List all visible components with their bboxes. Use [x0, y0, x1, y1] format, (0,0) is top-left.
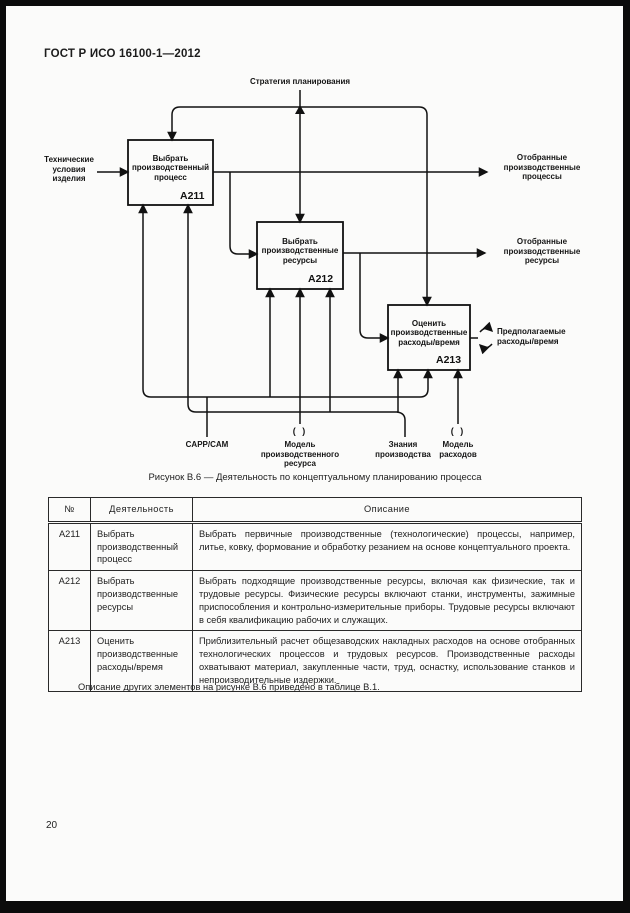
label-mechanism-cost-model: Модель расходов: [439, 440, 477, 459]
activity-table: № Деятельность Описание А211 Выбрать про…: [48, 497, 582, 692]
diagram-lines: [97, 90, 494, 437]
cell-number: А212: [48, 570, 91, 632]
cell-activity: Выбрать производственный процесс: [90, 521, 193, 572]
box-a212-title: Выбрать производственные ресурсы: [261, 236, 339, 265]
table-header-row: № Деятельность Описание: [48, 497, 582, 524]
control-fork-arrowhead: [295, 105, 305, 114]
box-a213-id: А213: [436, 354, 462, 366]
cell-number: А211: [48, 521, 91, 572]
box-a211-title: Выбрать производственный процесс: [131, 153, 210, 182]
col-header-number: №: [48, 497, 91, 524]
table-row: А213 Оценить производственные расходы/вр…: [48, 630, 582, 692]
cell-number: А213: [48, 630, 91, 692]
page-number: 20: [46, 820, 58, 831]
table-row: А212 Выбрать производственные ресурсы Вы…: [48, 570, 582, 632]
tunnel-mark-cost-model: ( ): [450, 426, 466, 436]
figure-caption: Рисунок В.6 — Деятельность по концептуал…: [148, 472, 482, 483]
cell-description: Выбрать подходящие производственные ресу…: [192, 570, 582, 632]
table-row: А211 Выбрать производственный процесс Вы…: [48, 521, 582, 572]
box-a211-id: А211: [180, 190, 205, 202]
label-control-strategy: Стратегия планирования: [249, 77, 351, 86]
label-output-selected-processes: Отобранные производственные процессы: [503, 153, 581, 181]
label-mechanism-capp-cam: CAPP/CAM: [185, 440, 229, 449]
idef0-diagram: [97, 90, 494, 437]
col-header-activity: Деятельность: [90, 497, 193, 524]
tunnel-mark-resource-model: ( ): [292, 426, 308, 436]
box-a212-id: А212: [308, 273, 334, 285]
cell-activity: Оценить производственные расходы/время: [90, 630, 193, 692]
cell-description: Выбрать первичные производственные (техн…: [192, 521, 582, 572]
cell-description: Приблизительный расчет общезаводских нак…: [192, 630, 582, 692]
box-a213-title: Оценить производственные расходы/время: [390, 318, 468, 347]
page-background: [6, 6, 623, 901]
cell-activity: Выбрать производственные ресурсы: [90, 570, 193, 632]
footnote-text: Описание других элементов на рисунке В.6…: [78, 682, 380, 692]
label-output-estimated-costs: Предполагаемые расходы/время: [497, 327, 566, 346]
col-header-description: Описание: [192, 497, 582, 524]
box-a213: [387, 304, 471, 371]
label-mechanism-resource-model: Модель производственного ресурса: [260, 440, 340, 468]
activity-boxes: [127, 139, 471, 371]
document-title: ГОСТ Р ИСО 16100-1—2012: [44, 48, 201, 60]
label-mechanism-manufacturing-knowledge: Знания производства: [375, 440, 431, 459]
label-output-selected-resources: Отобранные производственные ресурсы: [503, 237, 581, 265]
box-a212: [256, 221, 344, 290]
label-input-technical-conditions: Технические условия изделия: [44, 155, 94, 183]
box-a211: [127, 139, 214, 206]
